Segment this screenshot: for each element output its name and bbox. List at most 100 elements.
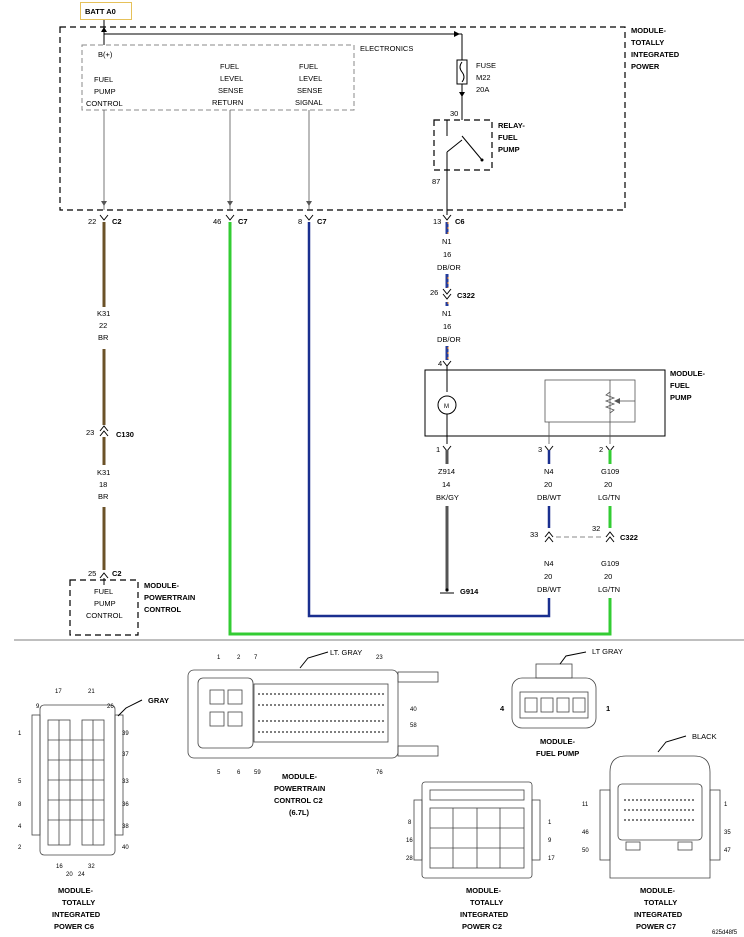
diagram-shape bbox=[99, 572, 109, 579]
diagram-label: LG/TN bbox=[598, 585, 620, 594]
resistor-icon bbox=[604, 391, 616, 414]
diagram-label: C7 bbox=[238, 217, 248, 226]
diagram-shape bbox=[533, 464, 567, 506]
diagram-label: C322 bbox=[457, 291, 475, 300]
diagram-shape bbox=[99, 425, 109, 432]
diagram-shape bbox=[595, 556, 627, 598]
diagram-label: 46 bbox=[213, 217, 221, 226]
diagram-label: BK/GY bbox=[436, 493, 459, 502]
diagram-shape bbox=[227, 689, 243, 705]
diagram-label: 30 bbox=[450, 109, 458, 118]
relay-fuel-pump-box bbox=[433, 119, 493, 171]
diagram-shape bbox=[299, 651, 329, 669]
diagram-shape bbox=[533, 556, 567, 598]
diagram-label: 20 bbox=[544, 572, 552, 581]
diagram-label: TOTALLY bbox=[631, 38, 664, 47]
fuel-pump-connector-view bbox=[511, 663, 597, 729]
diagram-shape bbox=[445, 588, 449, 592]
diagram-shape bbox=[442, 214, 452, 221]
diagram-label: 3 bbox=[538, 445, 542, 454]
diagram-label: 1 bbox=[18, 731, 22, 737]
diagram-label: 4 bbox=[438, 359, 442, 368]
diagram-label: DB/OR bbox=[437, 263, 461, 272]
diagram-shape bbox=[304, 214, 314, 221]
diagram-label: 76 bbox=[376, 770, 383, 776]
diagram-label: 87 bbox=[432, 177, 440, 186]
diagram-shape bbox=[413, 799, 423, 861]
diagram-label: 16 bbox=[56, 864, 63, 870]
diagram-label: 17 bbox=[548, 856, 555, 862]
diagram-shape bbox=[599, 789, 611, 861]
diagram-label: 16 bbox=[443, 322, 451, 331]
diagram-label: POWER C2 bbox=[462, 922, 502, 931]
diagram-shape bbox=[227, 201, 233, 206]
diagram-shape bbox=[572, 697, 586, 713]
diagram-label: SIGNAL bbox=[295, 98, 323, 107]
diagram-label: LEVEL bbox=[220, 74, 243, 83]
diagram-label: 20 bbox=[544, 480, 552, 489]
diagram-label: 7 bbox=[254, 655, 258, 661]
diagram-shape bbox=[609, 755, 711, 879]
diagram-shape bbox=[432, 234, 464, 274]
diagram-label: N1 bbox=[442, 309, 452, 318]
diagram-shape bbox=[440, 288, 456, 302]
diagram-label: TOTALLY bbox=[62, 898, 95, 907]
tip-c6-connector-view bbox=[31, 704, 124, 856]
diagram-label: 4 bbox=[500, 704, 505, 713]
diagram-label: FUEL bbox=[670, 381, 690, 390]
diagram-shape bbox=[709, 789, 721, 861]
diagram-label: 2 bbox=[599, 445, 603, 454]
diagram-shape bbox=[397, 671, 439, 683]
diagram-label: LG/TN bbox=[598, 493, 620, 502]
diagram-shape bbox=[209, 689, 225, 705]
diagram-label: 1 bbox=[217, 655, 221, 661]
diagram-label: 8 bbox=[408, 820, 412, 826]
diagram-label: 22 bbox=[88, 217, 96, 226]
diagram-label: POWER C6 bbox=[54, 922, 94, 931]
diagram-label: RELAY- bbox=[498, 121, 525, 130]
diagram-label: (6.7L) bbox=[289, 808, 310, 817]
diagram-label: C2 bbox=[112, 569, 122, 578]
diagram-label: 50 bbox=[582, 848, 589, 854]
diagram-label: 11 bbox=[582, 802, 589, 808]
diagram-shape bbox=[209, 711, 225, 727]
diagram-shape bbox=[559, 651, 587, 665]
diagram-label: 5 bbox=[217, 770, 221, 776]
diagram-label: 33 bbox=[530, 530, 538, 539]
diagram-shape bbox=[31, 714, 41, 836]
diagram-label: DB/WT bbox=[537, 493, 562, 502]
diagram-label: DB/OR bbox=[437, 335, 461, 344]
diagram-label: 38 bbox=[122, 824, 129, 830]
diagram-label: 16 bbox=[406, 838, 413, 844]
diagram-shape bbox=[187, 669, 399, 759]
diagram-label: 1 bbox=[548, 820, 552, 826]
diagram-shape bbox=[253, 683, 389, 743]
diagram-label: 9 bbox=[36, 704, 40, 710]
diagram-shape bbox=[677, 841, 693, 851]
diagram-shape bbox=[519, 691, 589, 719]
diagram-shape bbox=[459, 61, 465, 83]
diagram-label: INTEGRATED bbox=[631, 50, 680, 59]
diagram-shape bbox=[101, 27, 107, 32]
diagram-shape bbox=[446, 139, 463, 153]
diagram-label: MODULE- bbox=[144, 581, 179, 590]
diagram-label: 8 bbox=[18, 802, 22, 808]
diagram-label: LEVEL bbox=[299, 74, 322, 83]
diagram-label: SENSE bbox=[297, 86, 322, 95]
diagram-label: Z914 bbox=[438, 467, 455, 476]
diagram-label: 5 bbox=[18, 779, 22, 785]
diagram-label: 9 bbox=[548, 838, 552, 844]
diagram-label: MODULE- bbox=[540, 737, 575, 746]
diagram-label: M22 bbox=[476, 73, 491, 82]
diagram-shape bbox=[480, 158, 484, 162]
diagram-label: K31 bbox=[97, 309, 110, 318]
diagram-shape bbox=[99, 430, 109, 437]
diagram-label: PUMP bbox=[94, 87, 116, 96]
diagram-label: N1 bbox=[442, 237, 452, 246]
diagram-label: 1 bbox=[436, 445, 440, 454]
diagram-label: 33 bbox=[122, 779, 129, 785]
diagram-label: 24 bbox=[78, 872, 85, 878]
diagram-label: 6 bbox=[237, 770, 241, 776]
diagram-label: BLACK bbox=[692, 732, 717, 741]
tip-module-outline bbox=[59, 26, 626, 211]
